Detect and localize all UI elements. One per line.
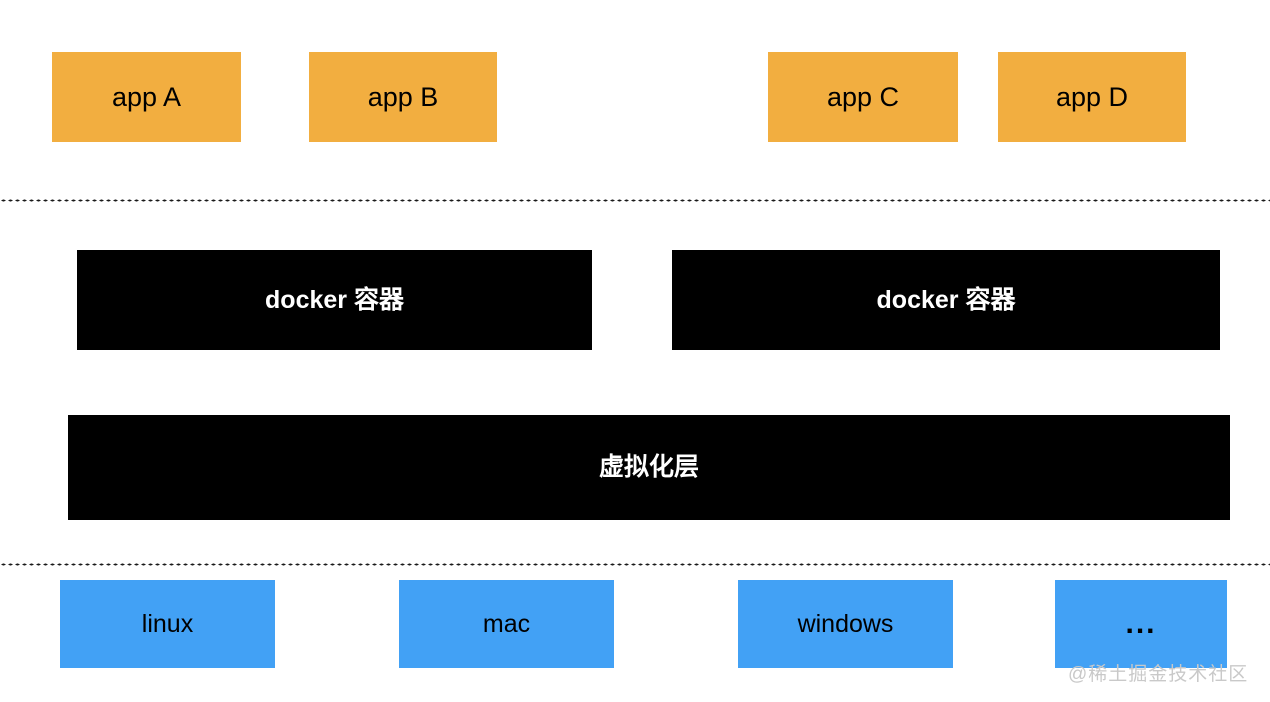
- docker-container-box-left: docker 容器: [77, 250, 592, 350]
- app-box-b: app B: [309, 52, 497, 142]
- docker-container-box-right: docker 容器: [672, 250, 1220, 350]
- os-box-linux: linux: [60, 580, 275, 668]
- separator-apps-containers: [0, 199, 1270, 202]
- app-box-a: app A: [52, 52, 241, 142]
- os-box-mac: mac: [399, 580, 614, 668]
- os-box-more: ...: [1055, 580, 1227, 668]
- app-box-c: app C: [768, 52, 958, 142]
- separator-virtualization-os: [0, 563, 1270, 566]
- watermark-label: @稀土掘金技术社区: [1068, 664, 1249, 685]
- app-box-d: app D: [998, 52, 1186, 142]
- os-box-windows: windows: [738, 580, 953, 668]
- virtualization-layer-box: 虚拟化层: [68, 415, 1230, 520]
